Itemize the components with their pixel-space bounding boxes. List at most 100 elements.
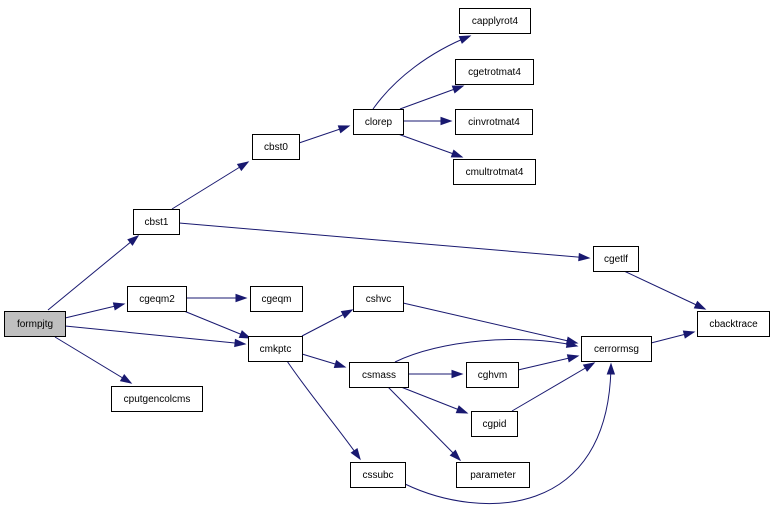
node-csmass[interactable]: csmass: [349, 362, 409, 388]
node-cgeqm2[interactable]: cgeqm2: [127, 286, 187, 312]
node-cgeqm[interactable]: cgeqm: [250, 286, 303, 312]
arrowhead-icon: [578, 252, 591, 262]
arrowhead-icon: [682, 330, 696, 339]
node-box[interactable]: [252, 134, 300, 160]
node-cbacktrace[interactable]: cbacktrace: [697, 311, 770, 337]
node-box[interactable]: [133, 209, 180, 235]
arrowhead-icon: [340, 309, 354, 319]
edge-line: [47, 235, 139, 311]
node-box[interactable]: [466, 362, 519, 388]
node-label: cgeqm: [261, 294, 291, 305]
node-box[interactable]: [455, 109, 533, 135]
node-parameter[interactable]: parameter: [456, 462, 530, 488]
node-label: cbst0: [264, 142, 288, 153]
node-cinvrotmat4[interactable]: cinvrotmat4: [455, 109, 533, 135]
node-box[interactable]: [456, 462, 530, 488]
node-box[interactable]: [250, 286, 303, 312]
node-box[interactable]: [4, 311, 66, 337]
node-label: cssubc: [362, 470, 393, 481]
edge-line: [400, 386, 468, 414]
node-box[interactable]: [349, 362, 409, 388]
node-box[interactable]: [453, 159, 536, 185]
edge-line: [183, 310, 251, 339]
node-box[interactable]: [459, 8, 531, 34]
node-label: cbst1: [145, 217, 169, 228]
edge-formpjtg-to-cbst1: [47, 235, 140, 311]
arrowhead-icon: [566, 354, 580, 363]
arrowhead-icon: [350, 447, 361, 461]
edge-clorep-to-cinvrotmat4: [403, 116, 453, 126]
edge-line: [54, 336, 132, 384]
arrowhead-icon: [236, 161, 250, 172]
arrowhead-icon: [337, 125, 351, 134]
node-cgetrotmat4[interactable]: cgetrotmat4: [455, 59, 534, 85]
node-cssubc[interactable]: cssubc: [350, 462, 406, 488]
node-box[interactable]: [593, 246, 639, 272]
edges-layer: [47, 35, 707, 504]
edge-csmass-to-cghvm: [408, 369, 464, 379]
edge-line: [623, 270, 706, 310]
node-formpjtg[interactable]: formpjtg: [4, 311, 66, 337]
edge-cmkptc-to-cssubc: [286, 360, 361, 461]
edge-cshvc-to-cerrormsg: [402, 302, 579, 345]
node-cshvc[interactable]: cshvc: [353, 286, 404, 312]
edge-line: [394, 338, 578, 363]
node-box[interactable]: [353, 109, 404, 135]
edge-line: [404, 363, 612, 504]
edge-clorep-to-cmultrotmat4: [397, 133, 464, 158]
node-label: csmass: [362, 370, 396, 381]
edge-line: [399, 85, 464, 110]
node-cputgencolcms[interactable]: cputgencolcms: [111, 386, 203, 412]
edge-cbst1-to-cgetlf: [178, 222, 591, 262]
nodes-layer: formpjtg cbst1 cbst0 clorep capplyrot4 cgetro…: [4, 8, 770, 488]
node-cgpid[interactable]: cgpid: [471, 411, 518, 437]
edge-line: [372, 35, 471, 110]
node-label: cputgencolcms: [124, 394, 191, 405]
node-label: cgeqm2: [139, 294, 175, 305]
node-cmkptc[interactable]: cmkptc: [248, 336, 303, 362]
node-box[interactable]: [350, 462, 406, 488]
node-cghvm[interactable]: cghvm: [466, 362, 519, 388]
node-box[interactable]: [581, 336, 652, 362]
node-box[interactable]: [471, 411, 518, 437]
node-capplyrot4[interactable]: capplyrot4: [459, 8, 531, 34]
node-label: parameter: [470, 470, 516, 481]
node-box[interactable]: [455, 59, 534, 85]
node-cgetlf[interactable]: cgetlf: [593, 246, 639, 272]
node-label: cgetlf: [604, 254, 628, 265]
edge-cerrormsg-to-cbacktrace: [650, 330, 696, 344]
arrowhead-icon: [333, 359, 347, 368]
edge-csmass-to-cgpid: [400, 386, 469, 414]
edge-cmkptc-to-cshvc: [301, 309, 354, 337]
node-cbst1[interactable]: cbst1: [133, 209, 180, 235]
node-label: clorep: [365, 117, 393, 128]
edge-formpjtg-to-cmkptc: [64, 325, 247, 348]
edge-line: [171, 161, 249, 210]
node-box[interactable]: [248, 336, 303, 362]
arrowhead-icon: [451, 85, 465, 94]
node-label: cinvrotmat4: [468, 117, 520, 128]
edge-line: [178, 222, 590, 259]
edge-line: [397, 133, 463, 158]
node-cerrormsg[interactable]: cerrormsg: [581, 336, 652, 362]
node-box[interactable]: [127, 286, 187, 312]
edge-csmass-to-cerrormsg: [394, 338, 579, 363]
node-cmultrotmat4[interactable]: cmultrotmat4: [453, 159, 536, 185]
node-box[interactable]: [353, 286, 404, 312]
node-label: cgetrotmat4: [468, 67, 521, 78]
edge-cbst1-to-cbst0: [171, 161, 250, 210]
node-box[interactable]: [111, 386, 203, 412]
node-cbst0[interactable]: cbst0: [252, 134, 300, 160]
edge-line: [511, 362, 595, 412]
edge-clorep-to-capplyrot4: [372, 35, 472, 110]
arrowhead-icon: [450, 149, 464, 158]
arrowhead-icon: [449, 449, 462, 462]
arrowhead-icon: [127, 235, 140, 246]
arrowhead-icon: [451, 369, 464, 379]
arrowhead-icon: [455, 405, 469, 414]
node-clorep[interactable]: clorep: [353, 109, 404, 135]
arrowhead-icon: [693, 300, 707, 310]
node-box[interactable]: [697, 311, 770, 337]
edge-clorep-to-cgetrotmat4: [399, 85, 465, 110]
arrowhead-icon: [440, 116, 453, 126]
